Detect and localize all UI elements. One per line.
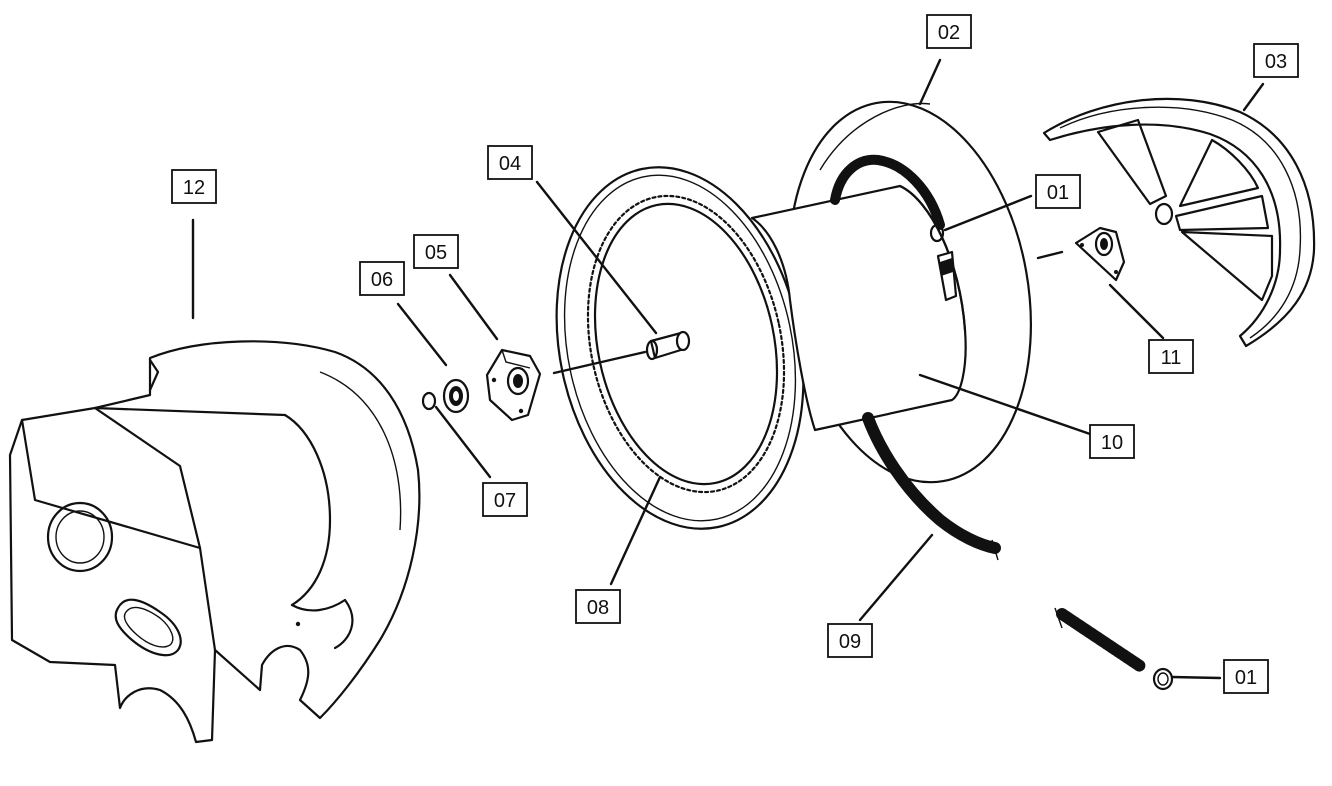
svg-text:10: 10	[1101, 432, 1123, 454]
leader-lines	[191, 58, 1265, 680]
callout-09: 09	[827, 623, 873, 658]
callout-06: 06	[359, 261, 405, 296]
svg-text:02: 02	[938, 22, 960, 44]
callout-05: 05	[413, 234, 459, 269]
callout-08: 08	[575, 589, 621, 624]
svg-text:08: 08	[587, 597, 609, 619]
svg-text:11: 11	[1161, 347, 1182, 369]
svg-text:06: 06	[371, 269, 393, 291]
part-04-axle	[645, 330, 691, 361]
callout-07: 07	[482, 482, 528, 517]
part-03-half-cover	[1042, 97, 1316, 348]
svg-text:03: 03	[1265, 51, 1287, 73]
callout-01-upper: 01	[1035, 174, 1081, 209]
part-05-bracket	[485, 348, 542, 422]
part-11-bearing-bracket	[1074, 226, 1126, 282]
callout-11: 11	[1148, 339, 1194, 374]
callout-10: 10	[1089, 424, 1135, 459]
callout-01-lower: 01	[1223, 659, 1269, 694]
svg-text:12: 12	[183, 177, 205, 199]
callout-12: 12	[171, 169, 217, 204]
part-06-bearing	[442, 378, 470, 414]
svg-text:07: 07	[494, 490, 516, 512]
part-09-hose	[830, 154, 1001, 561]
part-01-spring	[1054, 607, 1174, 691]
svg-text:01: 01	[1235, 667, 1257, 689]
callout-02: 02	[926, 14, 972, 49]
part-12-housing	[8, 340, 421, 744]
callout-04: 04	[487, 145, 533, 180]
svg-text:04: 04	[499, 153, 521, 175]
part-01-ring-upper	[929, 223, 958, 302]
svg-text:01: 01	[1047, 182, 1069, 204]
svg-text:05: 05	[425, 242, 447, 264]
part-07-o-ring	[421, 391, 437, 411]
svg-text:09: 09	[839, 631, 861, 653]
callout-03: 03	[1253, 43, 1299, 78]
